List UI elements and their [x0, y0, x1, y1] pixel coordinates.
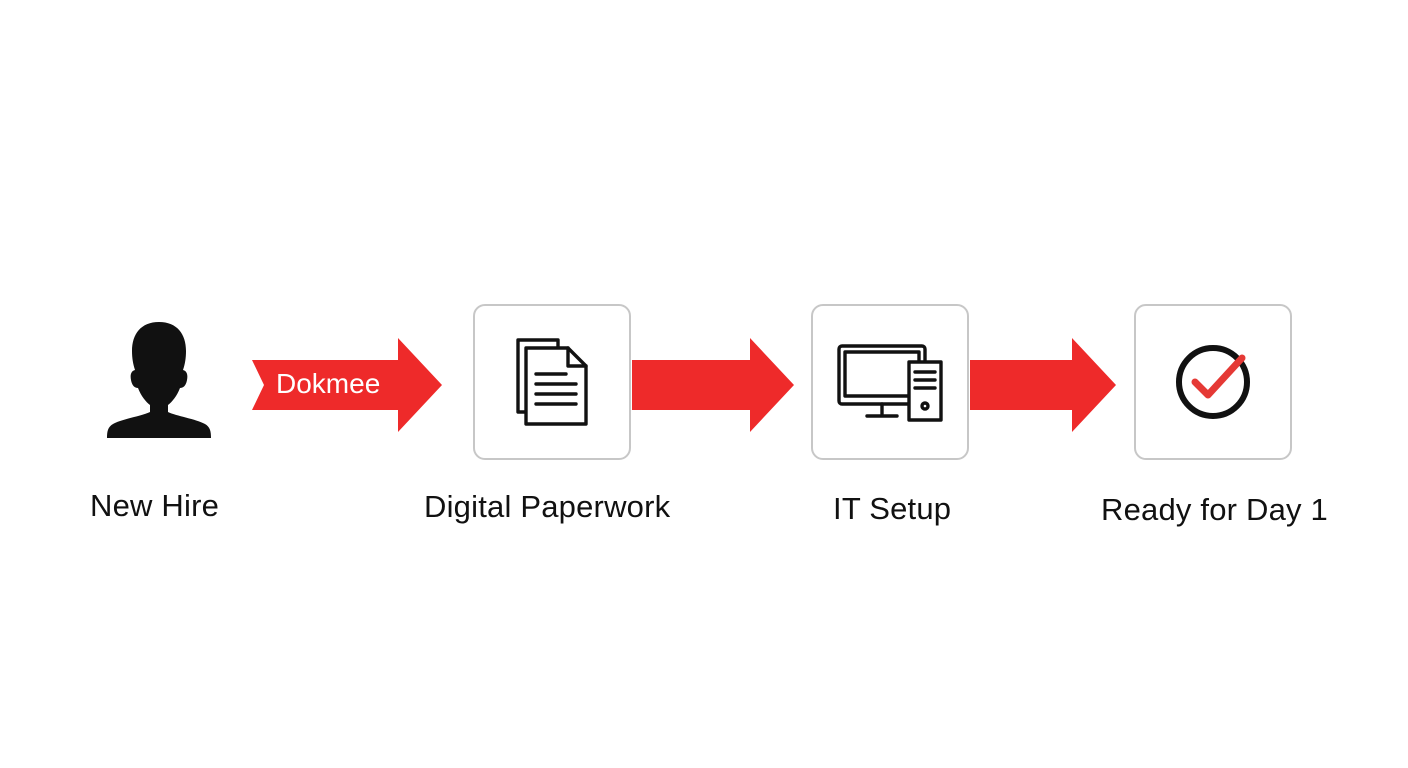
step-label-it-setup: IT Setup	[833, 491, 952, 526]
it-setup-box	[811, 304, 969, 460]
arrow-connector-3	[970, 338, 1116, 432]
step-label-digital-paperwork: Digital Paperwork	[424, 489, 671, 524]
person-silhouette-icon	[104, 320, 214, 438]
ready-for-day-1-box	[1134, 304, 1292, 460]
step-label-ready-for-day-1: Ready for Day 1	[1101, 492, 1328, 527]
step-label-new-hire: New Hire	[90, 488, 220, 523]
dokmee-label: Dokmee	[276, 368, 381, 399]
desktop-computer-icon	[837, 344, 943, 422]
dokmee-arrow	[252, 338, 442, 432]
documents-icon	[516, 338, 588, 426]
checkmark-circle-icon	[1176, 345, 1250, 419]
arrow-connector-2	[632, 338, 794, 432]
digital-paperwork-box	[473, 304, 631, 460]
